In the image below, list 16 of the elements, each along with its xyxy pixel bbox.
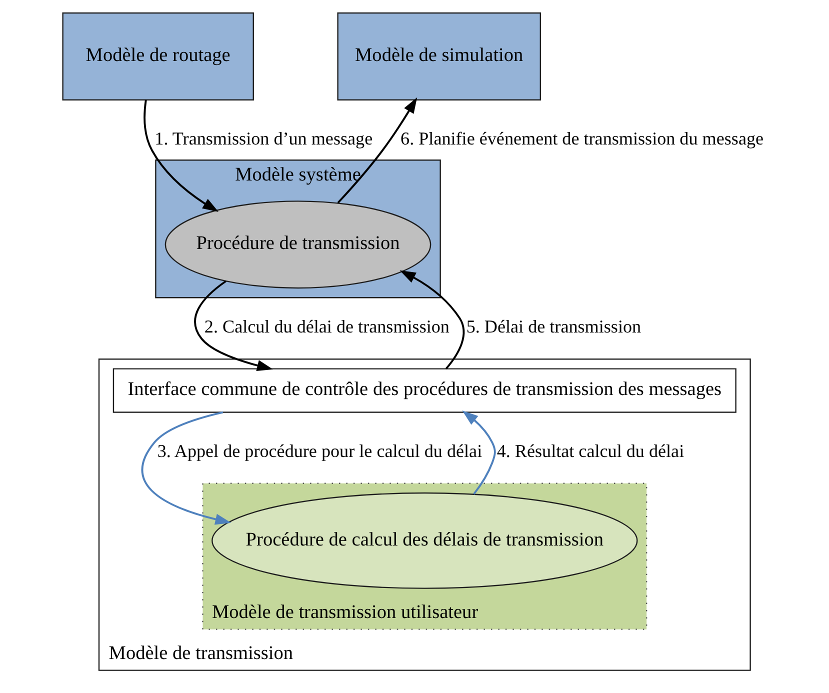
arrow (140, 411, 231, 525)
arrow (143, 100, 218, 212)
edge-label: 2. Calcul du délai de transmission (204, 316, 449, 337)
arrow (399, 270, 464, 370)
edge-label: 5. Délai de transmission (466, 316, 641, 337)
arrow (336, 97, 417, 204)
edge-label: 6. Planifie événement de transmission du message (400, 128, 764, 148)
node-ellipse: Procédure de transmission (164, 200, 431, 289)
node-box: Modèle de simulation (336, 12, 541, 100)
arrow (462, 410, 496, 495)
node-ellipse: Procédure de calcul des délais de transmission (211, 492, 638, 589)
node-box: Interface commune de contrôle des procédures de transmission des messages (112, 368, 736, 413)
node-box: Modèle de routage (62, 12, 254, 100)
edge-label: 3. Appel de procédure pour le calcul du délai (156, 440, 482, 461)
edge-label: 4. Résultat calcul du délai (496, 440, 684, 461)
edge-label: 1. Transmission d’un message (154, 128, 372, 148)
